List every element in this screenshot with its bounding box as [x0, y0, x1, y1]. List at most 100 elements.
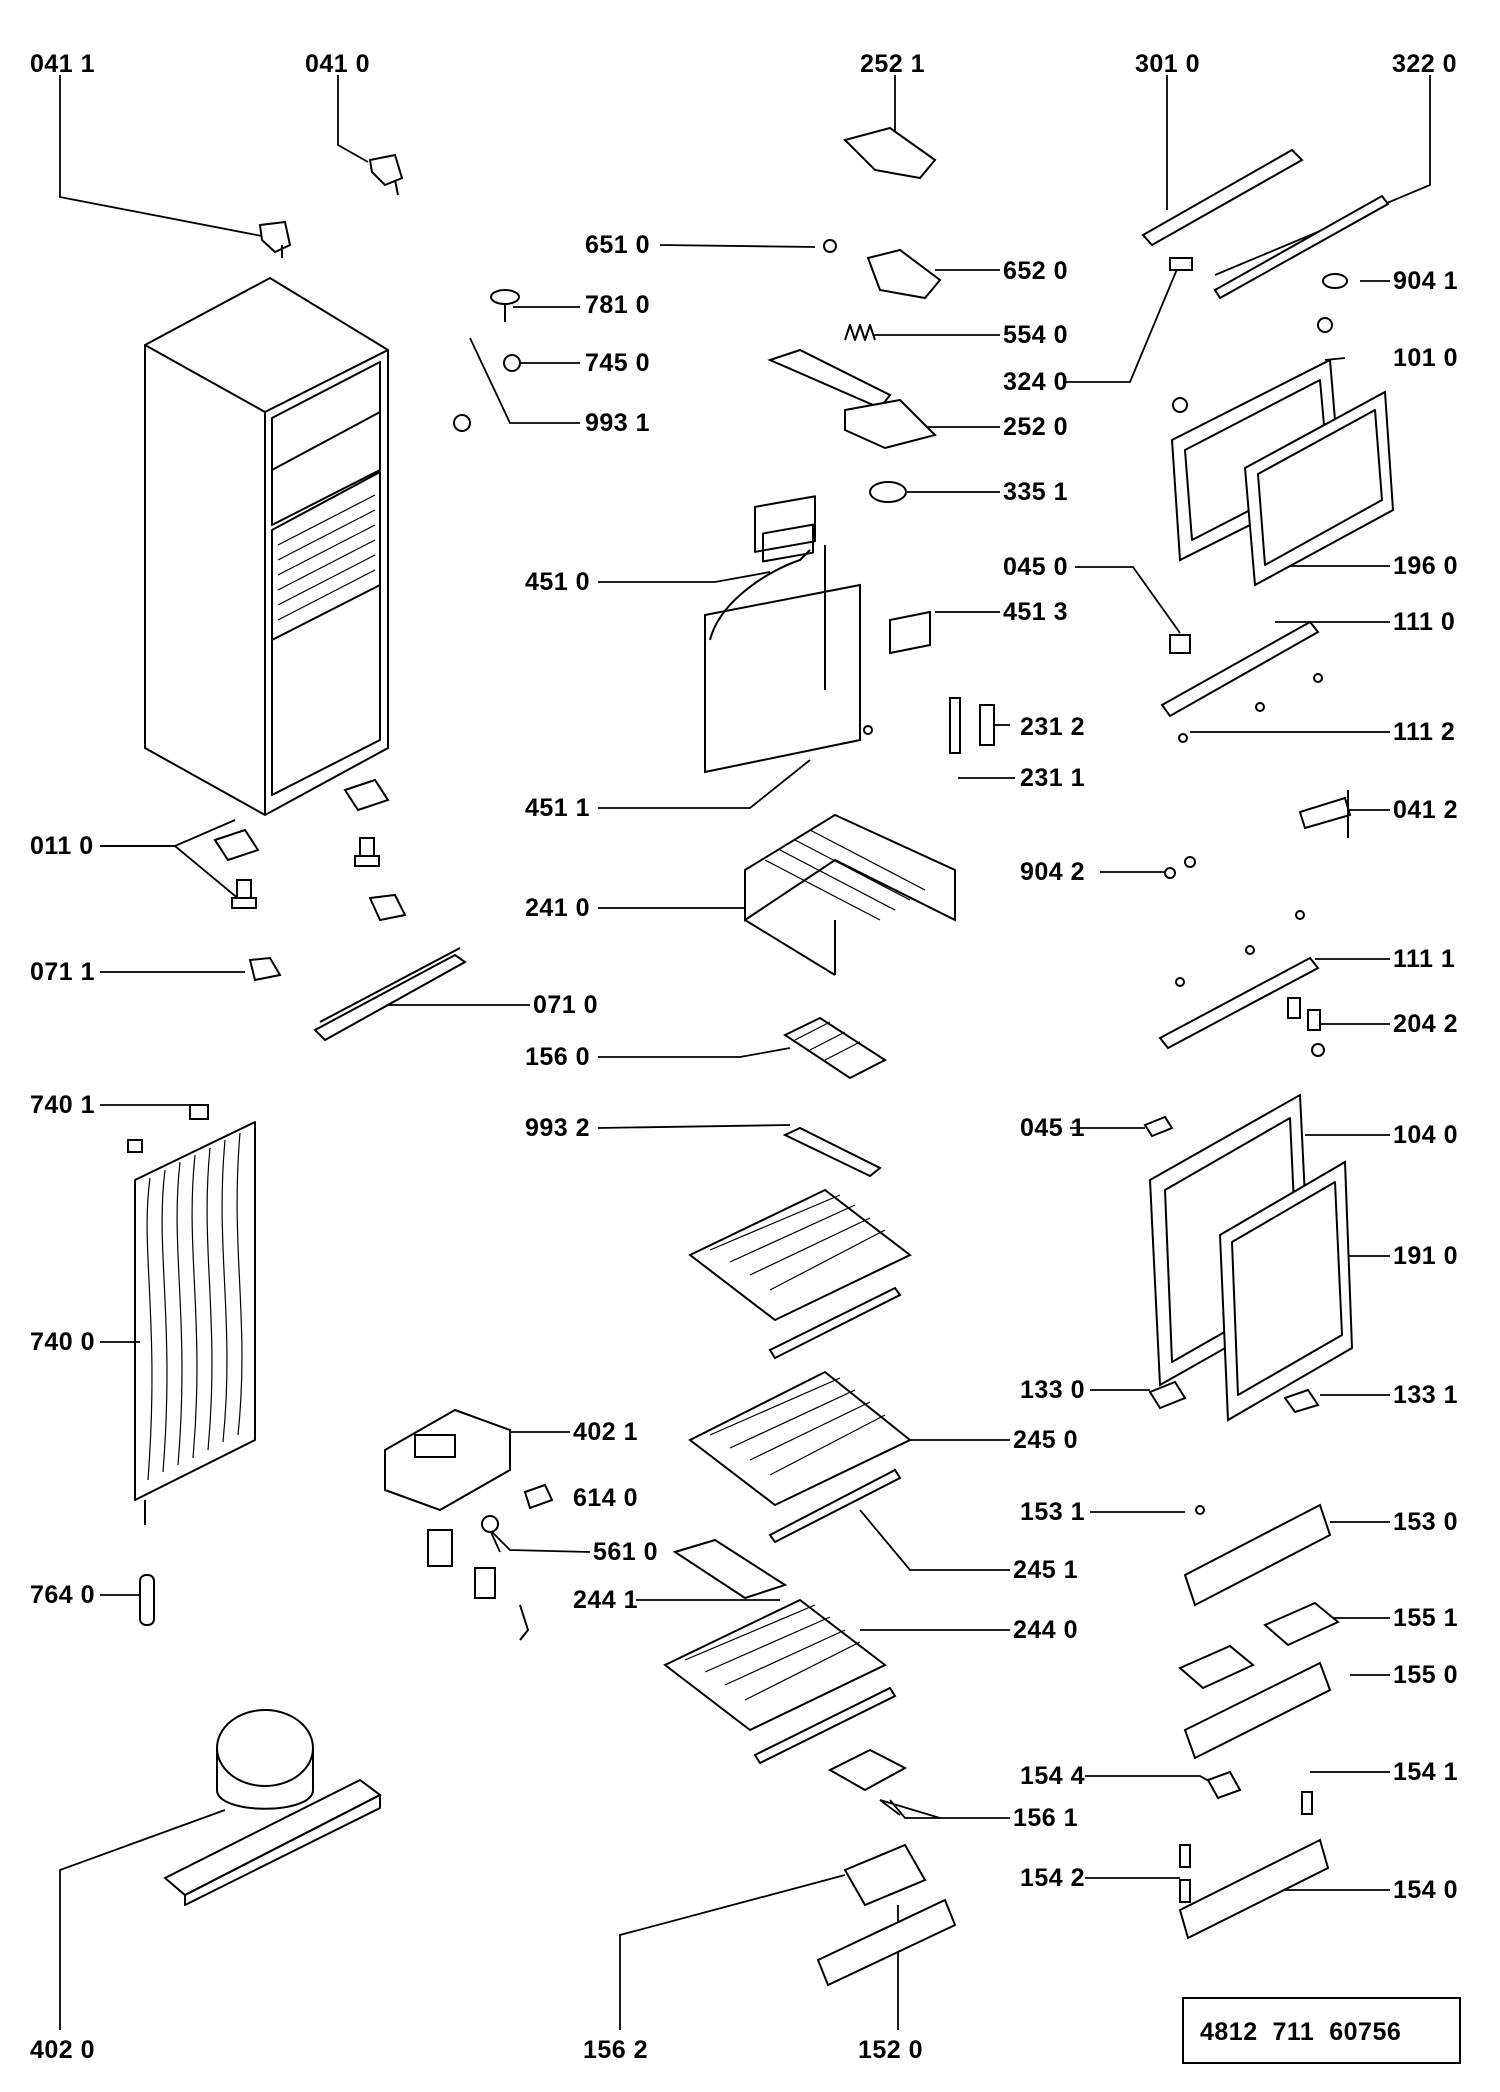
label-1561: 156 1 [1013, 1804, 1078, 1832]
drawer-1520 [816, 1898, 957, 1987]
bracket-9932 [782, 1126, 882, 1178]
fridge-door-1040 [1143, 1093, 1354, 1422]
hinge-0410 [368, 153, 404, 196]
bin-1562 [843, 1843, 927, 1907]
label-2451: 245 1 [1013, 1556, 1078, 1584]
top-trims-3010 [1141, 148, 1390, 300]
label-2441: 244 1 [573, 1586, 638, 1614]
lamp-7450 [453, 354, 521, 432]
label-9931: 993 1 [585, 409, 650, 437]
label-1040: 104 0 [1393, 1121, 1458, 1149]
cabinet [144, 276, 389, 817]
freezer-door-1010 [1170, 317, 1395, 587]
label-6140: 614 0 [573, 1484, 638, 1512]
shelf-upper [688, 1188, 912, 1360]
label-0711: 071 1 [30, 958, 95, 986]
leader-lines [59, 75, 1431, 2030]
door-bin-1550 [1183, 1661, 1332, 1760]
label-4020: 402 0 [30, 2036, 95, 2064]
evaporator-4510 [704, 495, 873, 774]
hinge-0412 [1298, 790, 1352, 838]
bracket-2521 [843, 126, 937, 180]
label-3351: 335 1 [1003, 478, 1068, 506]
label-1111: 111 1 [1393, 945, 1455, 973]
hinge-1330 [1148, 1380, 1187, 1410]
document-number: 4812 711 60756 [1200, 2018, 1401, 2046]
label-2410: 241 0 [525, 894, 590, 922]
label-1550: 155 0 [1393, 1661, 1458, 1689]
ice-tray-1560 [782, 1016, 887, 1080]
label-1520: 152 0 [858, 2036, 923, 2064]
screw-9042 [1164, 856, 1196, 879]
label-1540: 154 0 [1393, 1876, 1458, 1904]
label-5540: 554 0 [1003, 321, 1068, 349]
label-0450: 045 0 [1003, 553, 1068, 581]
shelf-2441 [672, 1538, 788, 1600]
rail-1110 [1160, 620, 1323, 743]
label-1110: 111 0 [1393, 608, 1455, 636]
label-4510: 451 0 [525, 568, 590, 596]
label-7810: 781 0 [585, 291, 650, 319]
label-2440: 244 0 [1013, 1616, 1078, 1644]
label-1551: 155 1 [1393, 1604, 1458, 1632]
label-1542: 154 2 [1020, 1864, 1085, 1892]
drier-7640 [139, 1574, 155, 1626]
document-number-box: 4812 711 60756 [1182, 1997, 1461, 2064]
label-2311: 231 1 [1020, 764, 1085, 792]
label-1010: 101 0 [1393, 344, 1458, 372]
label-1541: 154 1 [1393, 1758, 1458, 1786]
clip-5610 [427, 1515, 529, 1641]
label-2520: 252 0 [1003, 413, 1068, 441]
label-1562: 156 2 [583, 2036, 648, 2064]
freezer-shelf-2410 [744, 813, 956, 976]
label-6510: 651 0 [585, 231, 650, 259]
control-box-4021 [384, 1408, 511, 1512]
label-1330: 133 0 [1020, 1376, 1085, 1404]
shelf-2440 [663, 1598, 897, 1765]
label-0451: 045 1 [1020, 1114, 1085, 1142]
label-0110: 011 0 [30, 832, 94, 860]
label-4021: 402 1 [573, 1418, 638, 1446]
label-1530: 153 0 [1393, 1508, 1458, 1536]
hinge-1331 [1283, 1388, 1320, 1414]
rail-1111 [1158, 910, 1320, 1050]
bottle-guard-1540 [1178, 1791, 1330, 1940]
bushing-3351 [869, 481, 907, 503]
label-9932: 993 2 [525, 1114, 590, 1142]
cover-1561 [827, 1748, 908, 1792]
egg-tray-1551 [1178, 1601, 1340, 1690]
label-0411: 041 1 [30, 50, 95, 78]
label-0710: 071 0 [533, 991, 598, 1019]
spring-5540 [844, 324, 876, 341]
butter-guard-1530 [1183, 1503, 1332, 1607]
label-1531: 153 1 [1020, 1498, 1085, 1526]
label-4513: 451 3 [1003, 598, 1068, 626]
label-2042: 204 2 [1393, 1010, 1458, 1038]
label-3010: 301 0 [1135, 50, 1200, 78]
label-5610: 561 0 [593, 1538, 658, 1566]
clip-1544 [1206, 1770, 1242, 1800]
label-2312: 231 2 [1020, 713, 1085, 741]
label-1112: 111 2 [1393, 718, 1455, 746]
label-2450: 245 0 [1013, 1426, 1078, 1454]
condenser-7400 [127, 1104, 256, 1525]
label-9042: 904 2 [1020, 858, 1085, 886]
label-2521: 252 1 [860, 50, 925, 78]
thermostat-6520 [866, 248, 942, 300]
hinge-0411 [258, 220, 292, 258]
part-labels: 041 1 041 0 252 1 301 0 322 0 651 0 652 … [30, 50, 1458, 2064]
shelf-2450 [688, 1370, 912, 1544]
label-7450: 745 0 [585, 349, 650, 377]
label-3220: 322 0 [1392, 50, 1457, 78]
screw-6510 [823, 239, 837, 253]
label-1544: 154 4 [1020, 1762, 1085, 1790]
plate-4513 [889, 610, 931, 655]
hinge-0450 [1169, 634, 1191, 654]
clip-0711 [248, 956, 282, 982]
label-3240: 324 0 [1003, 368, 1068, 396]
label-0410: 041 0 [305, 50, 370, 78]
label-7401: 740 1 [30, 1091, 95, 1119]
label-7640: 764 0 [30, 1581, 95, 1609]
label-1910: 191 0 [1393, 1242, 1458, 1270]
